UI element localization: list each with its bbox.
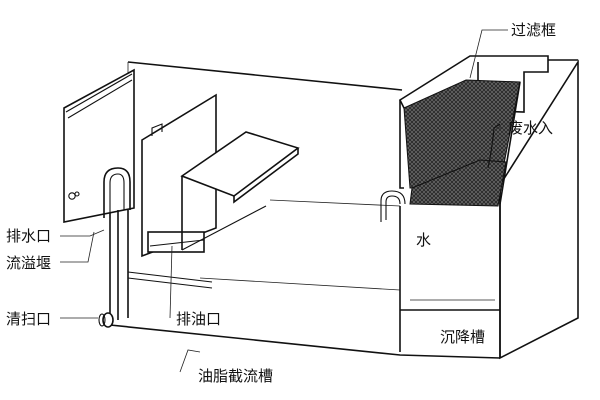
drain-pipe <box>98 210 213 328</box>
overflow-weir <box>103 167 131 218</box>
left-inlet-plate <box>63 68 135 223</box>
label-grease-interceptor: 油脂截流槽 <box>198 367 273 385</box>
label-settling-tank: 沉降槽 <box>440 328 485 346</box>
settling-divider <box>380 190 500 352</box>
cover-plate <box>180 131 300 251</box>
cleanout-cap <box>102 312 114 328</box>
middle-baffle <box>141 93 217 258</box>
filter-frame <box>398 55 549 207</box>
tank-body <box>109 59 579 360</box>
label-drain-outlet: 排水口 <box>6 227 51 245</box>
label-waste-water-in: 废水入 <box>508 119 553 137</box>
label-cleanout-port: 清扫口 <box>6 310 51 328</box>
leader-lines <box>60 29 508 373</box>
label-filter-frame: 过滤框 <box>511 21 556 39</box>
label-overflow-weir: 流溢堰 <box>6 254 51 272</box>
label-oil-outlet: 排油口 <box>176 310 221 328</box>
label-water: 水 <box>416 231 431 249</box>
